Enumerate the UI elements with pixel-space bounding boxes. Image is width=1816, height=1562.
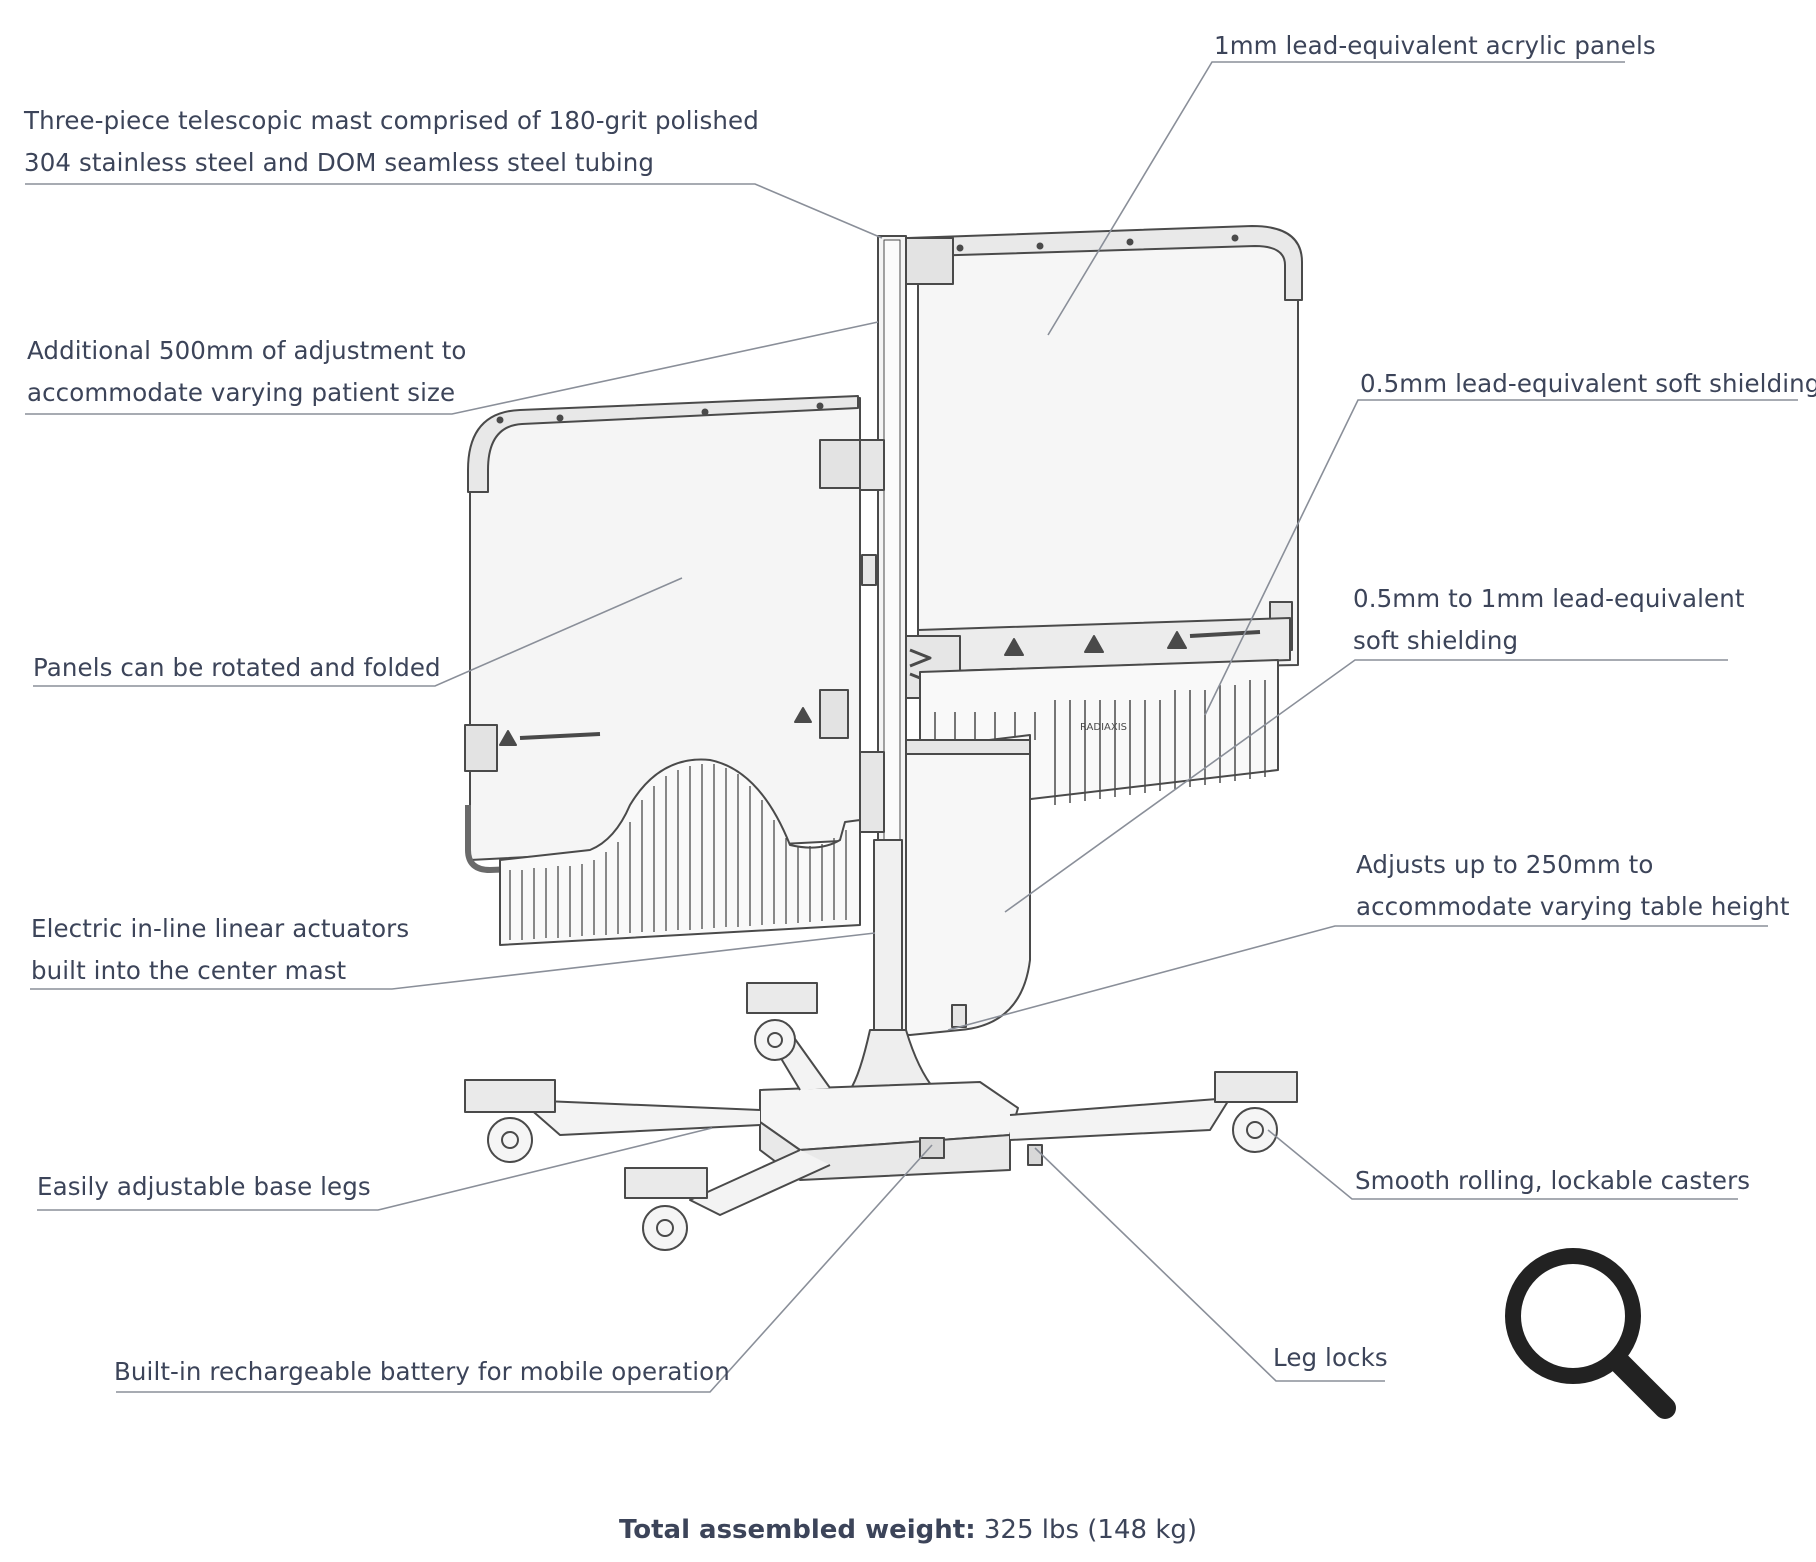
base-and-legs bbox=[519, 1031, 1231, 1216]
callout-adjustment: Additional 500mm of adjustment to accomm… bbox=[27, 330, 467, 414]
right-acrylic-panel bbox=[884, 225, 1303, 699]
total-weight: Total assembled weight: 325 lbs (148 kg) bbox=[0, 1515, 1816, 1545]
callout-actuators-line-1: Electric in-line linear actuators bbox=[31, 914, 410, 943]
leader-soft-05-1 bbox=[1004, 659, 1728, 913]
callout-base-legs-line-1: Easily adjustable base legs bbox=[37, 1172, 371, 1201]
telescopic-mast bbox=[849, 235, 936, 1091]
mobile-shield-drawing: RADIAXIS bbox=[464, 225, 1303, 1251]
leader-mast bbox=[25, 183, 883, 239]
callout-leg-locks: Leg locks bbox=[1273, 1337, 1388, 1379]
callout-battery-line-1: Built-in rechargeable battery for mobile… bbox=[114, 1357, 730, 1386]
callout-soft-05-1-line-1: 0.5mm to 1mm lead-equivalent bbox=[1353, 584, 1745, 613]
leader-adjustment bbox=[25, 321, 879, 415]
leader-leg-locks bbox=[1034, 1147, 1385, 1382]
callout-casters: Smooth rolling, lockable casters bbox=[1355, 1160, 1750, 1202]
callout-mast-line-1: Three-piece telescopic mast comprised of… bbox=[24, 106, 759, 135]
callout-acrylic-panels: 1mm lead-equivalent acrylic panels bbox=[1214, 25, 1656, 67]
callout-mast: Three-piece telescopic mast comprised of… bbox=[24, 100, 759, 184]
leader-base-legs bbox=[37, 1127, 713, 1211]
leader-acrylic bbox=[1047, 61, 1625, 336]
total-weight-label: Total assembled weight: bbox=[618, 1515, 976, 1545]
svg-text:RADIAXIS: RADIAXIS bbox=[1080, 722, 1127, 733]
leader-lines bbox=[25, 61, 1798, 1393]
callout-leg-locks-line-1: Leg locks bbox=[1273, 1343, 1388, 1372]
casters bbox=[464, 982, 1298, 1251]
callout-mast-line-2: 304 stainless steel and DOM seamless ste… bbox=[24, 148, 655, 177]
callout-adjustment-line-1: Additional 500mm of adjustment to bbox=[27, 336, 467, 365]
leader-table-height bbox=[947, 925, 1768, 1031]
callout-table-height-line-2: accommodate varying table height bbox=[1356, 892, 1790, 921]
callout-acrylic-line-1: 1mm lead-equivalent acrylic panels bbox=[1214, 31, 1656, 60]
leader-rotated bbox=[33, 577, 683, 687]
callout-soft-shielding-05-1: 0.5mm to 1mm lead-equivalent soft shield… bbox=[1353, 578, 1745, 662]
callout-soft-05-1-line-2: soft shielding bbox=[1353, 626, 1519, 655]
callout-battery: Built-in rechargeable battery for mobile… bbox=[114, 1351, 730, 1393]
callout-actuators-line-2: built into the center mast bbox=[31, 956, 347, 985]
callout-actuators: Electric in-line linear actuators built … bbox=[31, 908, 409, 992]
callout-rotated-line-1: Panels can be rotated and folded bbox=[33, 653, 441, 682]
callout-casters-line-1: Smooth rolling, lockable casters bbox=[1355, 1166, 1751, 1195]
leader-actuators bbox=[30, 932, 876, 990]
callout-adjustment-line-2: accommodate varying patient size bbox=[27, 378, 456, 407]
callout-panels-rotated: Panels can be rotated and folded bbox=[33, 647, 441, 689]
leader-battery bbox=[116, 1144, 933, 1393]
leader-casters bbox=[1267, 1129, 1738, 1200]
callout-soft-shielding-05: 0.5mm lead-equivalent soft shielding bbox=[1360, 363, 1816, 405]
callout-table-height-line-1: Adjusts up to 250mm to bbox=[1356, 850, 1654, 879]
callout-table-height: Adjusts up to 250mm to accommodate varyi… bbox=[1356, 844, 1790, 928]
callout-base-legs: Easily adjustable base legs bbox=[37, 1166, 371, 1208]
left-acrylic-panel bbox=[464, 395, 869, 946]
callout-soft-05-line-1: 0.5mm lead-equivalent soft shielding bbox=[1360, 369, 1816, 398]
leader-soft-05 bbox=[1204, 399, 1798, 716]
total-weight-value: 325 lbs (148 kg) bbox=[975, 1515, 1198, 1545]
magnifier-icon[interactable] bbox=[1495, 1238, 1685, 1428]
